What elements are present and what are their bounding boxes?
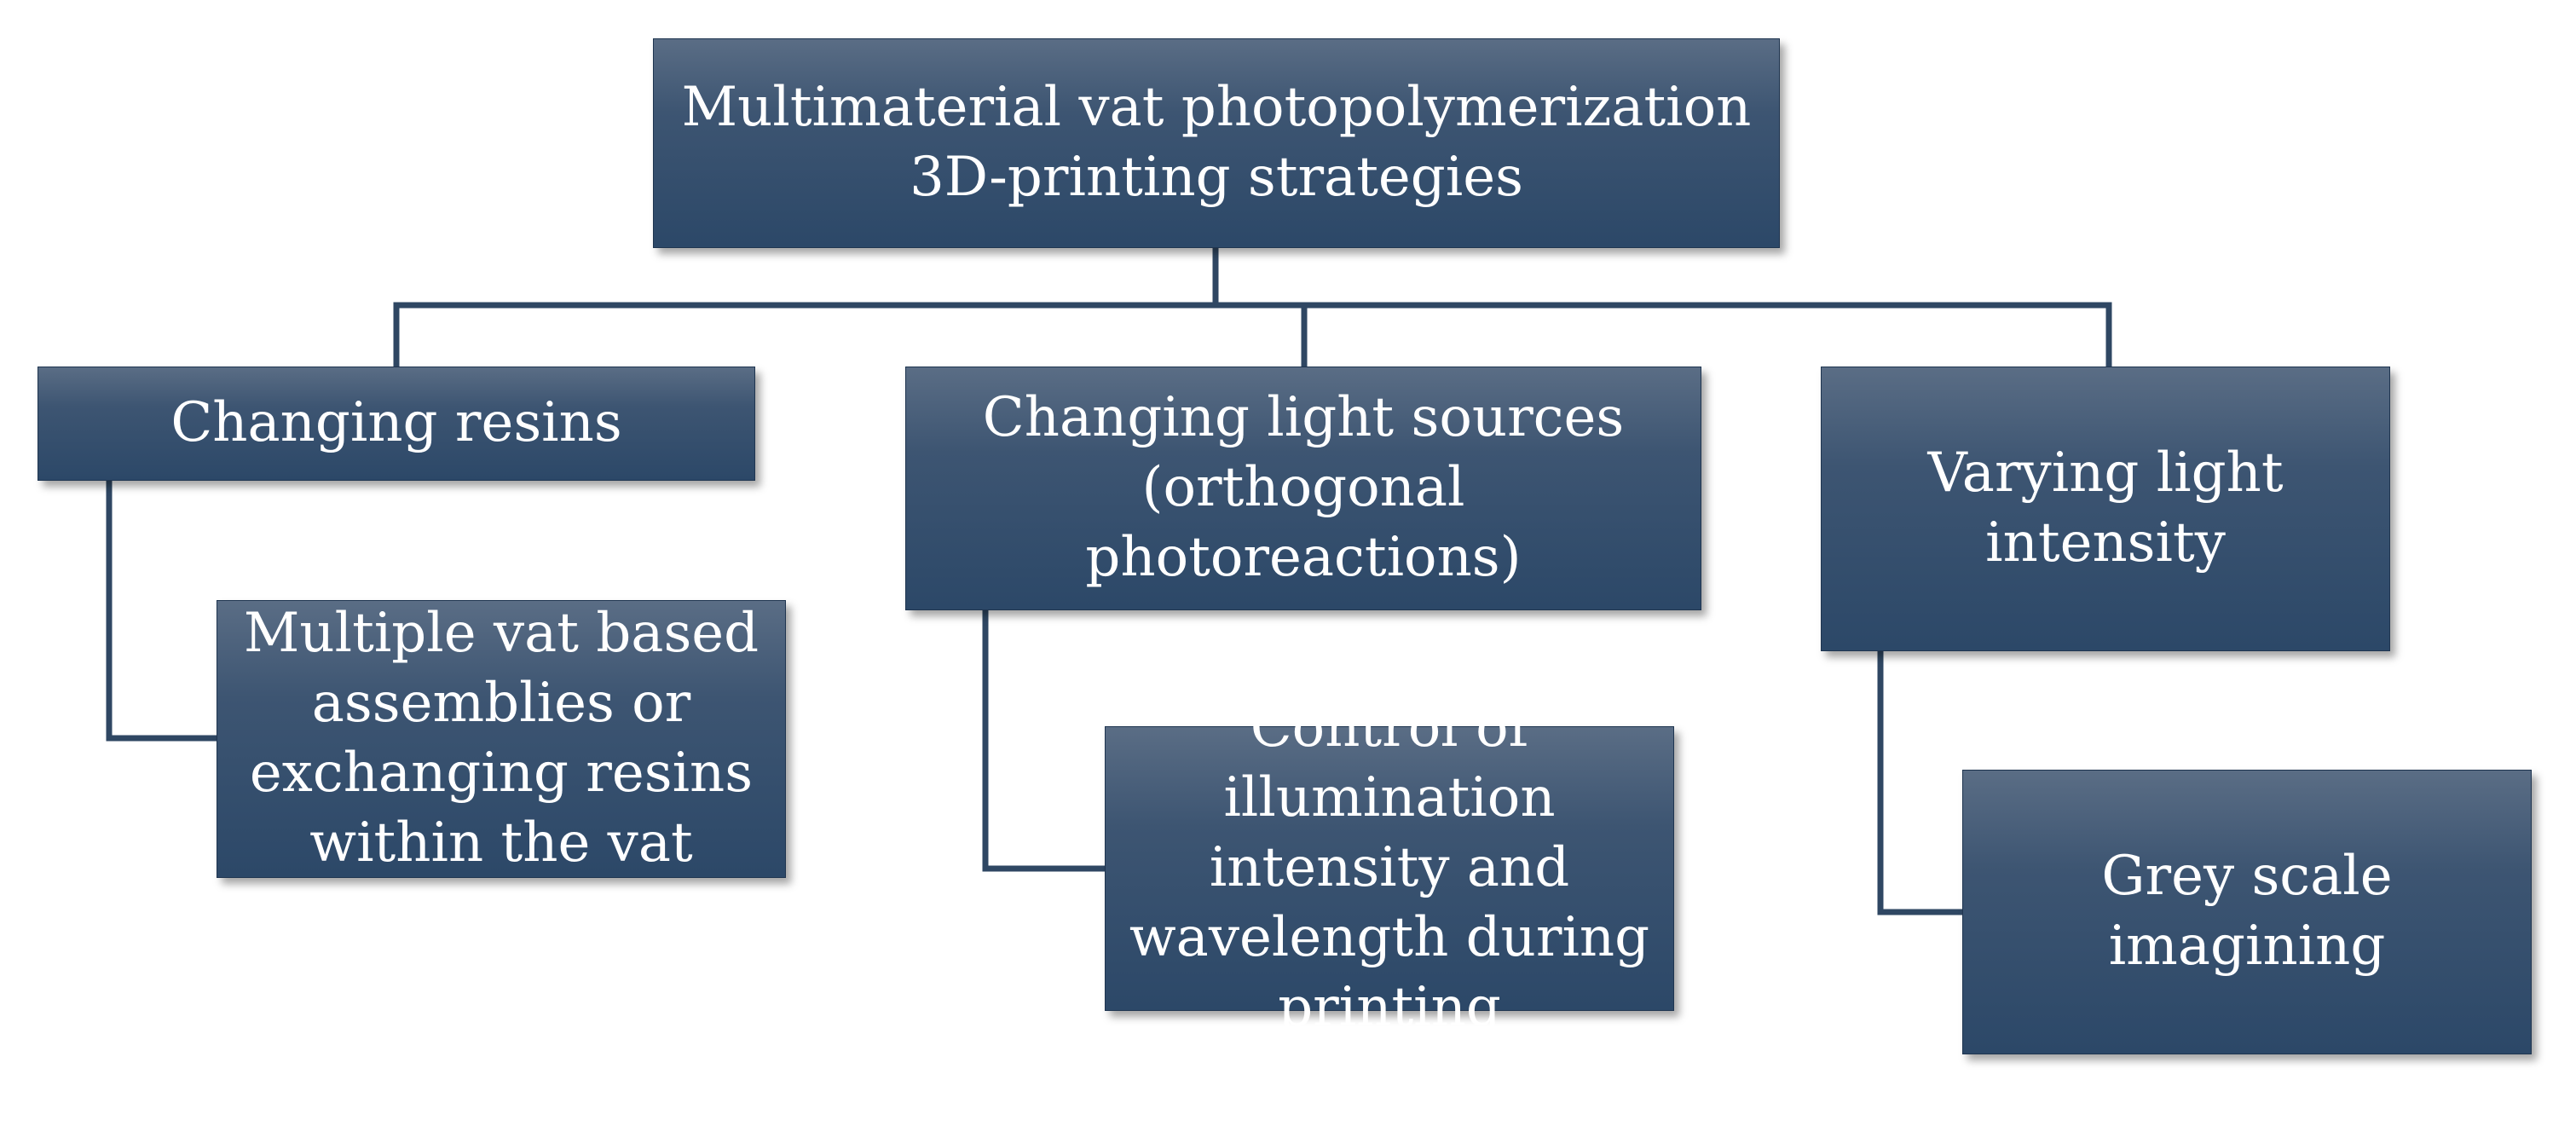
connector-light-sources-child xyxy=(982,610,1105,872)
child-illumination-control-box: Control of illumination intensity and wa… xyxy=(1105,696,1674,1039)
connector-resins-child xyxy=(106,481,217,742)
child-multiple-vat-box: Multiple vat based assemblies or exchang… xyxy=(217,600,786,878)
branch-changing-light-sources-box: Changing light sources (orthogonal photo… xyxy=(905,367,1701,610)
connector-branch-bar xyxy=(393,302,2112,367)
branch-changing-resins-box: Changing resins xyxy=(38,367,755,481)
branch-changing-light-sources-label: Changing light sources (orthogonal photo… xyxy=(982,386,1625,589)
branch-changing-resins-label: Changing resins xyxy=(170,391,622,455)
branch-varying-light-intensity-box: Varying light intensity xyxy=(1821,367,2390,651)
child-illumination-control-label: Control of illumination intensity and wa… xyxy=(1129,696,1650,1039)
root-strategy-label: Multimaterial vat photopolymerization 3D… xyxy=(681,76,1752,209)
child-grey-scale-box: Grey scale imagining xyxy=(1962,770,2532,1054)
root-strategy-box: Multimaterial vat photopolymerization 3D… xyxy=(653,38,1780,248)
branch-varying-light-intensity-label: Varying light intensity xyxy=(1927,442,2284,575)
connector-light-intensity-child xyxy=(1877,651,1962,915)
child-multiple-vat-label: Multiple vat based assemblies or exchang… xyxy=(243,602,760,875)
child-grey-scale-label: Grey scale imagining xyxy=(2101,845,2393,978)
